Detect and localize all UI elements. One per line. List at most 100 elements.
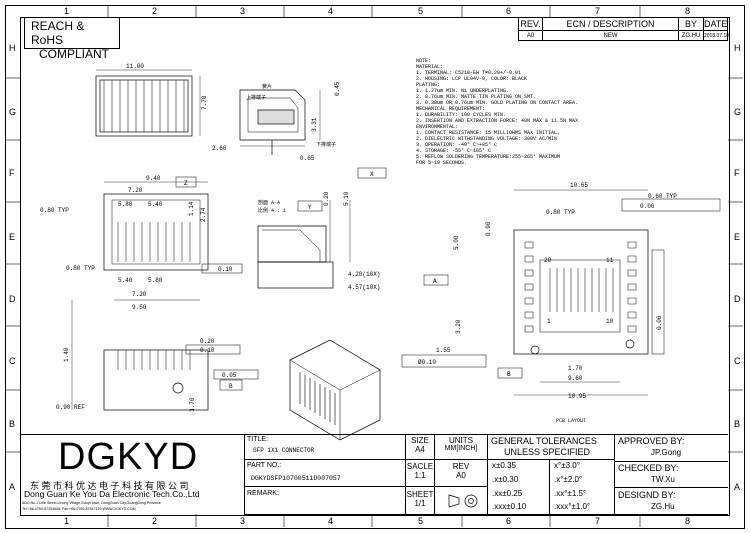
pcb-layout-label: PCB LAYOUT bbox=[556, 418, 586, 424]
row-letter: D bbox=[734, 294, 741, 304]
sheet-label: SHEET bbox=[406, 490, 434, 499]
col-num: 7 bbox=[595, 516, 601, 526]
col-num: 1 bbox=[64, 516, 70, 526]
row-letter: H bbox=[734, 43, 741, 53]
title-cell: TITLE: SFP 1X1 CONNECTOR bbox=[244, 435, 406, 460]
compliance-box: REACH & RoHS COMPLIANT bbox=[24, 17, 120, 61]
tol-row2-col2: .x°±2.0° bbox=[554, 475, 583, 484]
pcb-pin-1: 1 bbox=[547, 318, 551, 325]
dim-front-940: 9.40 bbox=[146, 175, 161, 182]
col-num: 7 bbox=[595, 6, 601, 16]
size-label: SIZE bbox=[411, 436, 429, 445]
date-value: 2018.07.10 bbox=[703, 30, 729, 41]
dim-sec-457: 4.57(10X) bbox=[348, 284, 380, 291]
section-scale: 比例 4 : 1 bbox=[258, 207, 286, 214]
col-num: 2 bbox=[152, 516, 158, 526]
scale-value: 1:1 bbox=[414, 471, 426, 480]
design-cell: DESIGND BY: ZG.Hu bbox=[614, 487, 728, 515]
part-cell: PART NO.: DGKYDSFP10700511D007057 bbox=[244, 459, 406, 487]
dim-front-580a: 5.80 bbox=[118, 201, 133, 208]
tol-row3-col2: .xx°±1.5° bbox=[554, 489, 587, 498]
note-line: NOTE: bbox=[416, 58, 432, 64]
datum-a-box bbox=[423, 274, 449, 286]
dim-pcb-1065: 10.65 bbox=[570, 182, 588, 189]
tol-row1-col1: x±0.35 bbox=[492, 461, 516, 470]
dim-pcb-080typ: 0.80 TYP bbox=[546, 209, 575, 216]
front-tol-frame bbox=[201, 263, 243, 274]
note-line: 4. STORAGE: -55° C~105° C bbox=[416, 148, 492, 154]
projection-icon bbox=[448, 494, 478, 508]
inner-frame bbox=[20, 17, 730, 516]
dim-sec-428: 4.28(10X) bbox=[348, 271, 380, 278]
dim-pcb-155: 1.55 bbox=[436, 347, 451, 354]
section-view bbox=[257, 200, 351, 289]
datum-x-label: X bbox=[370, 171, 374, 178]
tol-row3-col1: .xx±0.25 bbox=[492, 489, 523, 498]
row-letter: F bbox=[734, 168, 740, 178]
row-letter: B bbox=[9, 419, 16, 429]
notes-block: NOTE: MATERIAL: 1. TERMINAL: C5210-EH T=… bbox=[416, 58, 578, 166]
part-value: DGKYDSFP10700511D007057 bbox=[251, 475, 341, 482]
col-num: 1 bbox=[64, 6, 70, 16]
tolerance-cell: GENERAL TOLERANCES UNLESS SPECIFIED x±0.… bbox=[487, 435, 615, 515]
datum-x bbox=[357, 167, 387, 179]
dim-sec-020: 0.20 bbox=[323, 191, 330, 206]
company-contact: Tel:+86-0769-87334608; Fax:+86-0769-8784… bbox=[22, 507, 136, 511]
checked-cell: CHECKED BY: TW.Xu bbox=[614, 461, 728, 488]
note-line: 2. HOUSING: LCP UL94V-0, COLOR: BLACK bbox=[416, 76, 528, 82]
bottom-tol-frame1 bbox=[185, 344, 241, 355]
pcb-pin-10: 10 bbox=[606, 318, 614, 325]
dim-bottom-020: 0.20 bbox=[200, 338, 215, 345]
tol-row4-col1: .xxx±0.10 bbox=[492, 502, 527, 511]
row-letter: H bbox=[9, 43, 16, 53]
col-num: 8 bbox=[685, 516, 691, 526]
dim-front-080typ2: 0.80 TYP bbox=[66, 265, 95, 272]
bottom-tol2: 0.05 bbox=[222, 372, 237, 379]
top-view bbox=[95, 69, 201, 137]
col-num: 2 bbox=[152, 6, 158, 16]
dim-front-274: 2.74 bbox=[200, 207, 207, 222]
company-name-en: Dong Guan Ke You Da Electronic Tech.Co.,… bbox=[24, 489, 200, 499]
pcb-tol-top: 0.06 bbox=[640, 203, 655, 210]
dim-top-height: 7.70 bbox=[201, 95, 208, 110]
section-label: 剖面 A-A bbox=[258, 199, 280, 206]
tol-title1: GENERAL TOLERANCES bbox=[491, 436, 597, 446]
dim-pcb-060typ: 0.60 TYP bbox=[648, 193, 677, 200]
row-letter: E bbox=[9, 232, 16, 242]
compliance-line1: REACH & RoHS bbox=[31, 19, 85, 47]
dim-side-045: 0.45 bbox=[334, 81, 341, 96]
pcb-hole-tol: Ø0.10 bbox=[418, 359, 436, 366]
rev-label: REV bbox=[452, 462, 470, 471]
row-letter: E bbox=[734, 232, 741, 242]
col-num: 6 bbox=[506, 516, 512, 526]
dim-pcb-500: 5.00 bbox=[453, 235, 460, 250]
note-line: 1. DURABILITY: 100 CYCLES MIN. bbox=[416, 112, 507, 118]
dim-top-width: 11.00 bbox=[126, 63, 144, 70]
remark-cell: REMARK: bbox=[244, 486, 406, 515]
dim-bottom-370: 3.70 bbox=[189, 397, 196, 412]
tol-title2: UNLESS SPECIFIED bbox=[504, 447, 591, 457]
pcb-tol-frame-top bbox=[621, 198, 721, 212]
iso-view bbox=[289, 339, 381, 441]
dim-pcb-170: 1.70 bbox=[568, 365, 583, 372]
dim-pcb-320: 3.20 bbox=[455, 319, 462, 334]
col-num: 5 bbox=[418, 6, 424, 16]
pcb-pin-20: 20 bbox=[544, 257, 552, 264]
note-line: 3. OPERATION: -40° C~+85° C bbox=[416, 142, 498, 148]
dim-sec-510: 5.10 bbox=[343, 191, 350, 206]
size-cell: SIZE A4 bbox=[405, 435, 435, 460]
note-line: MATERIAL: bbox=[416, 64, 444, 70]
dim-front-540a: 5.40 bbox=[148, 201, 163, 208]
row-letter: C bbox=[9, 356, 16, 366]
title-label: TITLE: bbox=[247, 436, 269, 443]
row-letter: C bbox=[734, 356, 741, 366]
dim-pcb-960: 9.60 bbox=[568, 375, 583, 382]
approved-label: APPROVED BY: bbox=[618, 436, 685, 446]
rev-cell: REV A0 bbox=[434, 459, 488, 487]
datum-y bbox=[297, 200, 323, 212]
approved-cell: APPROVED BY: JP.Gong bbox=[614, 435, 728, 462]
dim-bottom-090ref: 0.90 REF bbox=[56, 404, 85, 411]
datum-a-label: A bbox=[433, 278, 437, 285]
title-block: DGKYD 东 莞 市 科 优 达 电 子 科 技 有 限 公 司 Dong G… bbox=[20, 434, 728, 515]
